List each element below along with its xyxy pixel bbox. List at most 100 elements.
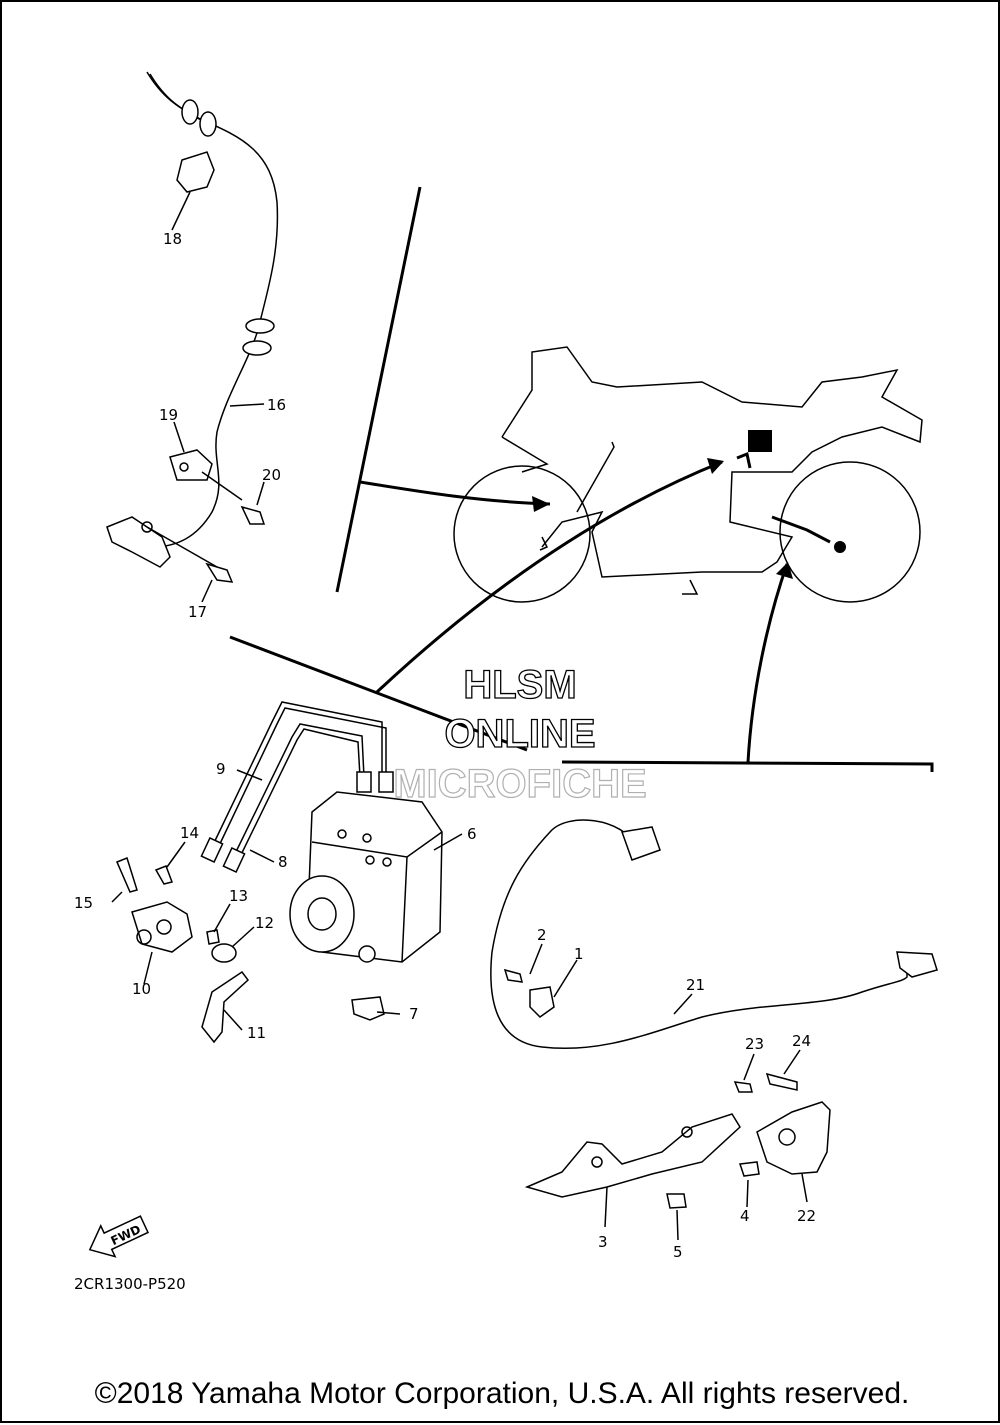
watermark-line-3: MICROFICHE: [393, 762, 646, 806]
hydraulic-unit: [289, 791, 463, 963]
arrow-head-front: [532, 496, 550, 512]
callout-20: 20: [262, 466, 281, 484]
leader-1: [553, 959, 578, 998]
leader-21: [673, 993, 693, 1015]
arrow-head-rear: [776, 562, 793, 579]
port-4: [365, 855, 375, 865]
abs-fitting: [358, 945, 376, 963]
leader-20: [256, 481, 265, 506]
pipe-nut-9: [200, 836, 224, 864]
rear-wheel-sensor: [896, 951, 938, 978]
callout-18: 18: [163, 230, 182, 248]
bolt-axis-17: [146, 526, 218, 568]
bolt-4: [738, 1161, 760, 1177]
arrow-rear-sensor: [746, 563, 789, 763]
grommet-12: [211, 943, 237, 963]
leader-4: [746, 1179, 749, 1208]
brake-pipe-8-b: [236, 728, 361, 864]
pipe-nut-abs-1: [356, 771, 372, 793]
bolt-23: [733, 1081, 753, 1093]
callout-13: 13: [229, 887, 248, 905]
leader-22: [801, 1173, 808, 1203]
callout-23: 23: [745, 1035, 764, 1053]
front-sensor-lead: [146, 71, 279, 548]
leader-11: [223, 1009, 243, 1031]
rear-sensor-marker: [834, 541, 846, 553]
callout-labels: 1 2 3 4 5 6 7 8 9 10 11 12 13 14 15 16 1…: [74, 230, 816, 1261]
grommet-middle-2: [242, 340, 272, 356]
leader-16: [229, 403, 265, 407]
callout-4: 4: [740, 1207, 750, 1225]
grommet-top: [181, 99, 199, 125]
clamp-1: [529, 986, 555, 1018]
joint-assembly: [111, 841, 255, 1044]
callout-3: 3: [598, 1233, 608, 1251]
bolt-20-shape: [240, 505, 266, 525]
abs-unit-marker: [748, 430, 772, 452]
port-2: [362, 833, 372, 843]
callout-19: 19: [159, 406, 178, 424]
joint-10: [131, 901, 193, 953]
holder-body: [169, 449, 213, 481]
bolt-15: [116, 857, 138, 893]
rear-bracket-assembly: [524, 1049, 831, 1241]
grommet-top-2: [199, 111, 217, 137]
leader-14: [166, 841, 186, 868]
bolt-axis-20: [201, 471, 243, 501]
callout-24: 24: [792, 1032, 811, 1050]
leader-13: [213, 903, 231, 933]
diagram-reference-id: 2CR1300-P520: [74, 1275, 186, 1293]
callout-2: 2: [537, 926, 547, 944]
leader-3: [604, 1186, 608, 1228]
leader-18: [171, 191, 191, 231]
bracket-3: [524, 1113, 741, 1198]
damper-shape: [351, 996, 385, 1021]
damper-7: [351, 996, 401, 1021]
callout-11: 11: [247, 1024, 266, 1042]
holder-19: [169, 421, 243, 501]
leader-23: [743, 1053, 755, 1081]
bolt-20: [240, 481, 266, 525]
port-1: [337, 829, 347, 839]
front-fork: [576, 441, 615, 513]
arrow-head-abs: [707, 458, 724, 474]
brake-pipe-9: [211, 701, 383, 848]
fwd-arrow-shape: [88, 1215, 149, 1258]
pipe-nut-8: [222, 846, 246, 874]
callout-15: 15: [74, 894, 93, 912]
divider-line-top: [335, 186, 422, 593]
callout-1: 1: [574, 945, 584, 963]
leader-9: [236, 769, 263, 781]
leader-12: [231, 926, 255, 948]
leader-24: [783, 1049, 801, 1075]
leader-10: [143, 951, 153, 985]
front-sensor-lead-group: [146, 71, 279, 548]
clamp-body: [176, 151, 215, 193]
callout-9: 9: [216, 760, 226, 778]
front-sensor-marker: [539, 536, 549, 551]
brake-pipe-9-b: [216, 707, 387, 851]
sensor-body: [106, 516, 171, 568]
front-fairing: [501, 436, 549, 473]
joint-port-2: [156, 919, 172, 935]
divider-line-bottom: [561, 760, 934, 772]
rear-wheel: [779, 461, 921, 603]
abs-block-edge-2: [401, 856, 408, 963]
copyright-notice: ©2018 Yamaha Motor Corporation, U.S.A. A…: [94, 1377, 910, 1410]
pipe-nut-abs-2: [378, 771, 394, 793]
bolt-14: [154, 865, 173, 885]
leader-2: [529, 943, 543, 975]
rear-lead-connector: [620, 826, 661, 861]
clamp-18: [171, 151, 215, 231]
bolt-2: [503, 968, 523, 983]
callout-10: 10: [132, 980, 151, 998]
bolt-5: [666, 1193, 687, 1209]
sensor-hole: [141, 521, 153, 533]
callout-22: 22: [797, 1207, 816, 1225]
callout-6: 6: [467, 825, 477, 843]
callout-21: 21: [686, 976, 705, 994]
bracket-11: [201, 970, 250, 1044]
body-outline: [501, 346, 923, 578]
bolt-24: [765, 1072, 798, 1091]
